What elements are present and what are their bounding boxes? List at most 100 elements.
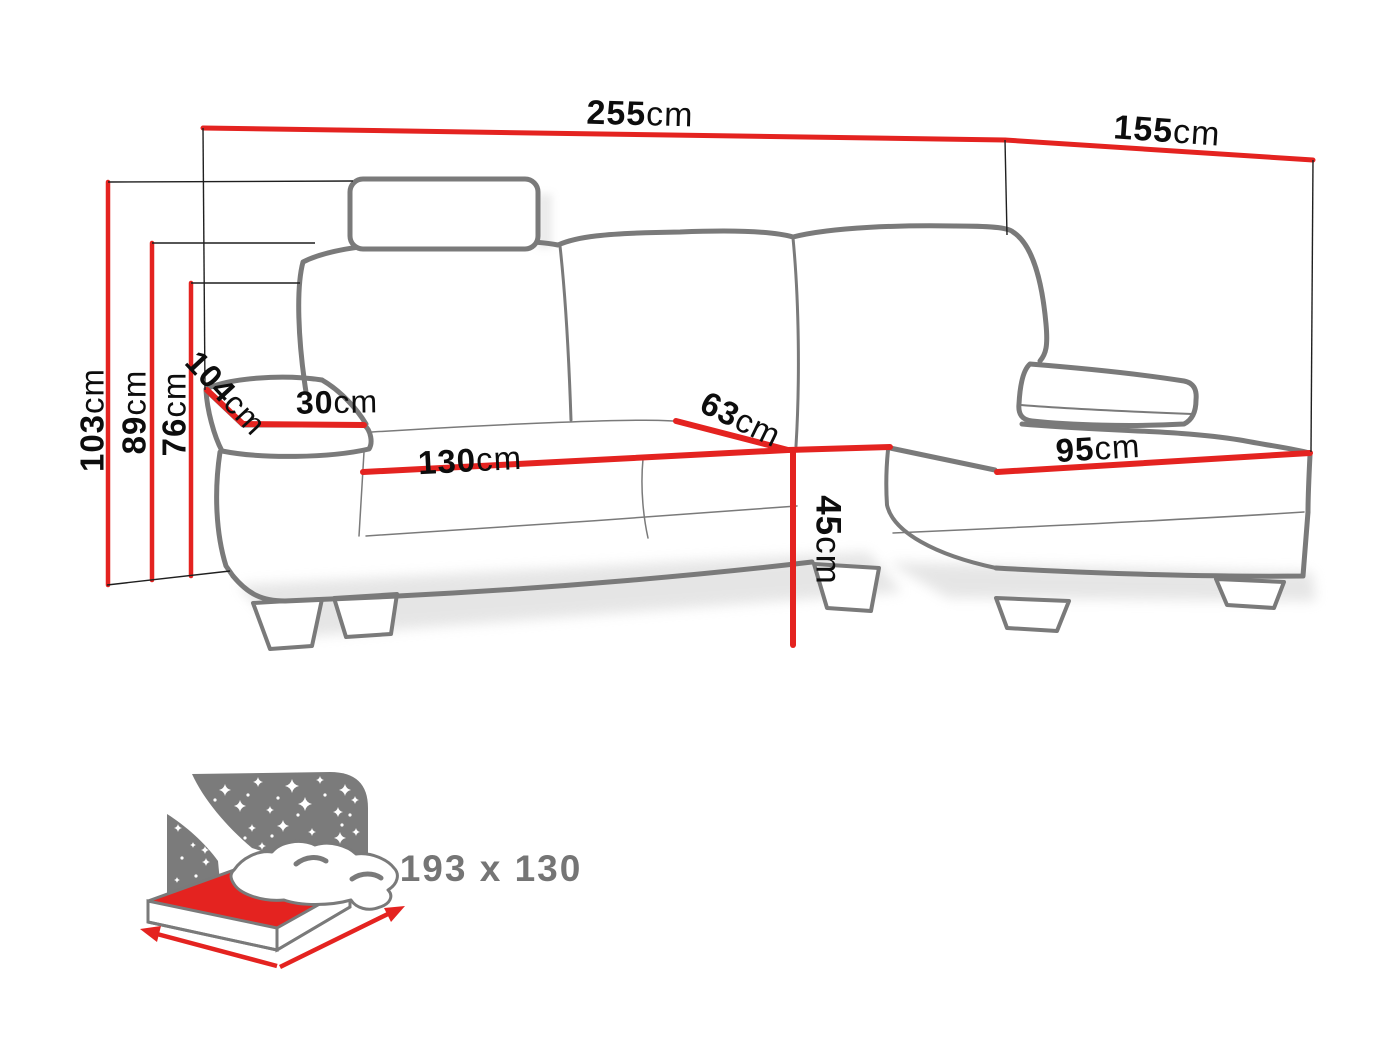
star-icon bbox=[333, 807, 343, 817]
star-icon bbox=[277, 820, 289, 832]
star-dot-icon bbox=[243, 836, 247, 840]
sofa-outline bbox=[203, 176, 1313, 604]
star-icon bbox=[202, 858, 210, 866]
star-icon bbox=[227, 843, 237, 853]
star-dot-icon bbox=[323, 793, 327, 797]
label-total-height: 103cm bbox=[73, 367, 111, 472]
dimension-line-63 bbox=[673, 418, 791, 453]
chaise-depth-unit: cm bbox=[1171, 112, 1222, 154]
leg-front-left bbox=[251, 597, 324, 651]
seat-width-unit: cm bbox=[475, 438, 523, 479]
star-icon bbox=[217, 827, 227, 837]
star-icon bbox=[316, 776, 324, 784]
star-icon bbox=[253, 777, 263, 787]
label-chaise-width: 95cm bbox=[1054, 427, 1142, 470]
chaise-width-value: 95 bbox=[1054, 429, 1096, 470]
star-dot-icon bbox=[213, 798, 217, 802]
width-arrow-head bbox=[140, 926, 161, 942]
star-icon bbox=[351, 796, 359, 804]
star-icon bbox=[298, 797, 312, 811]
star-dot-icon bbox=[340, 823, 344, 827]
floor-shadow bbox=[238, 194, 1316, 638]
star-icon bbox=[352, 828, 360, 836]
base-edge-left bbox=[230, 559, 815, 604]
base-edge-chaise bbox=[993, 509, 1311, 579]
star-icon bbox=[339, 784, 351, 796]
length-arrow bbox=[279, 910, 391, 970]
star-icon bbox=[206, 808, 214, 816]
seat-width-value: 130 bbox=[417, 441, 477, 482]
back-cushion-seam-right bbox=[791, 236, 800, 448]
armrest-cushion-right-edge bbox=[319, 377, 369, 427]
seat-height-value: 45 bbox=[808, 495, 848, 537]
size-arrows bbox=[140, 906, 405, 970]
star-icon bbox=[174, 824, 182, 832]
armrest-body-left-edge bbox=[214, 449, 236, 579]
dimension-lines bbox=[105, 125, 1316, 648]
blanket-fold-left bbox=[293, 855, 329, 867]
label-armrest-width: 30cm bbox=[295, 383, 379, 421]
blanket-fold-right bbox=[349, 871, 384, 882]
chaise-front-top-edge bbox=[887, 445, 998, 473]
star-icon bbox=[234, 800, 246, 812]
leg-chaise-left bbox=[994, 596, 1071, 633]
star-dot-icon bbox=[270, 834, 274, 838]
armrest-cushion-back-edge bbox=[203, 374, 325, 392]
star-icon bbox=[219, 784, 231, 796]
dimension-line-30 bbox=[240, 421, 367, 428]
armrest-width-value: 30 bbox=[295, 384, 334, 421]
front-face-seam-chaise bbox=[892, 511, 1305, 534]
leg-corner bbox=[812, 562, 881, 613]
label-armrest-height: 76cm bbox=[156, 372, 193, 457]
backrest bbox=[296, 223, 1050, 395]
seat-back-line bbox=[371, 419, 674, 433]
star-dot-icon bbox=[348, 813, 352, 817]
chaise-back-edge bbox=[1019, 421, 1312, 456]
corner-fold-edge bbox=[884, 448, 998, 570]
construction-lines bbox=[106, 127, 1314, 586]
dimension-line-104 bbox=[204, 387, 246, 427]
headrest-shadow bbox=[537, 194, 552, 248]
chaise-armrest-cushion-seam bbox=[1020, 404, 1193, 415]
stars bbox=[174, 776, 360, 894]
armrest-cushion-front bbox=[203, 387, 374, 459]
dimension-line-155 bbox=[1002, 137, 1316, 163]
dimension-line-255 bbox=[200, 125, 1008, 143]
star-dot-icon bbox=[180, 856, 184, 860]
construction-floor-line bbox=[106, 570, 231, 586]
blanket bbox=[229, 840, 399, 911]
seat-left-edge bbox=[358, 451, 365, 537]
back-height-unit: cm bbox=[115, 369, 153, 416]
back-cushion-seam-left bbox=[558, 244, 573, 422]
construction-link-103 bbox=[107, 180, 354, 183]
star-dot-icon bbox=[246, 793, 250, 797]
star-icon bbox=[266, 806, 274, 814]
sofa-legs bbox=[251, 562, 1286, 651]
night-sky-small-panel bbox=[167, 814, 221, 898]
length-arrow-head bbox=[384, 906, 405, 922]
armrest-width-unit: cm bbox=[333, 383, 379, 421]
star-dot-icon bbox=[276, 796, 280, 800]
leg-chaise-right bbox=[1214, 577, 1286, 610]
total-height-unit: cm bbox=[73, 367, 111, 414]
star-dot-icon bbox=[194, 874, 198, 878]
label-total-width: 255cm bbox=[586, 94, 694, 135]
front-face-seam-left bbox=[365, 505, 798, 537]
label-seat-width: 130cm bbox=[417, 438, 523, 482]
seat-height-unit: cm bbox=[808, 536, 848, 585]
back-height-value: 89 bbox=[115, 415, 153, 455]
star-icon bbox=[174, 877, 180, 883]
headrest bbox=[347, 176, 541, 252]
dimension-line-corner-seg bbox=[785, 444, 893, 453]
star-icon bbox=[248, 824, 256, 832]
star-icon bbox=[201, 846, 209, 854]
star-icon bbox=[285, 779, 299, 793]
seat-cushion-seam bbox=[641, 458, 649, 539]
star-icon bbox=[258, 842, 266, 850]
construction-drop-left bbox=[202, 127, 206, 391]
construction-drop-mid bbox=[1004, 139, 1008, 236]
star-icon bbox=[190, 842, 196, 848]
sleeping-area-label: 193 x 130 bbox=[399, 848, 583, 889]
